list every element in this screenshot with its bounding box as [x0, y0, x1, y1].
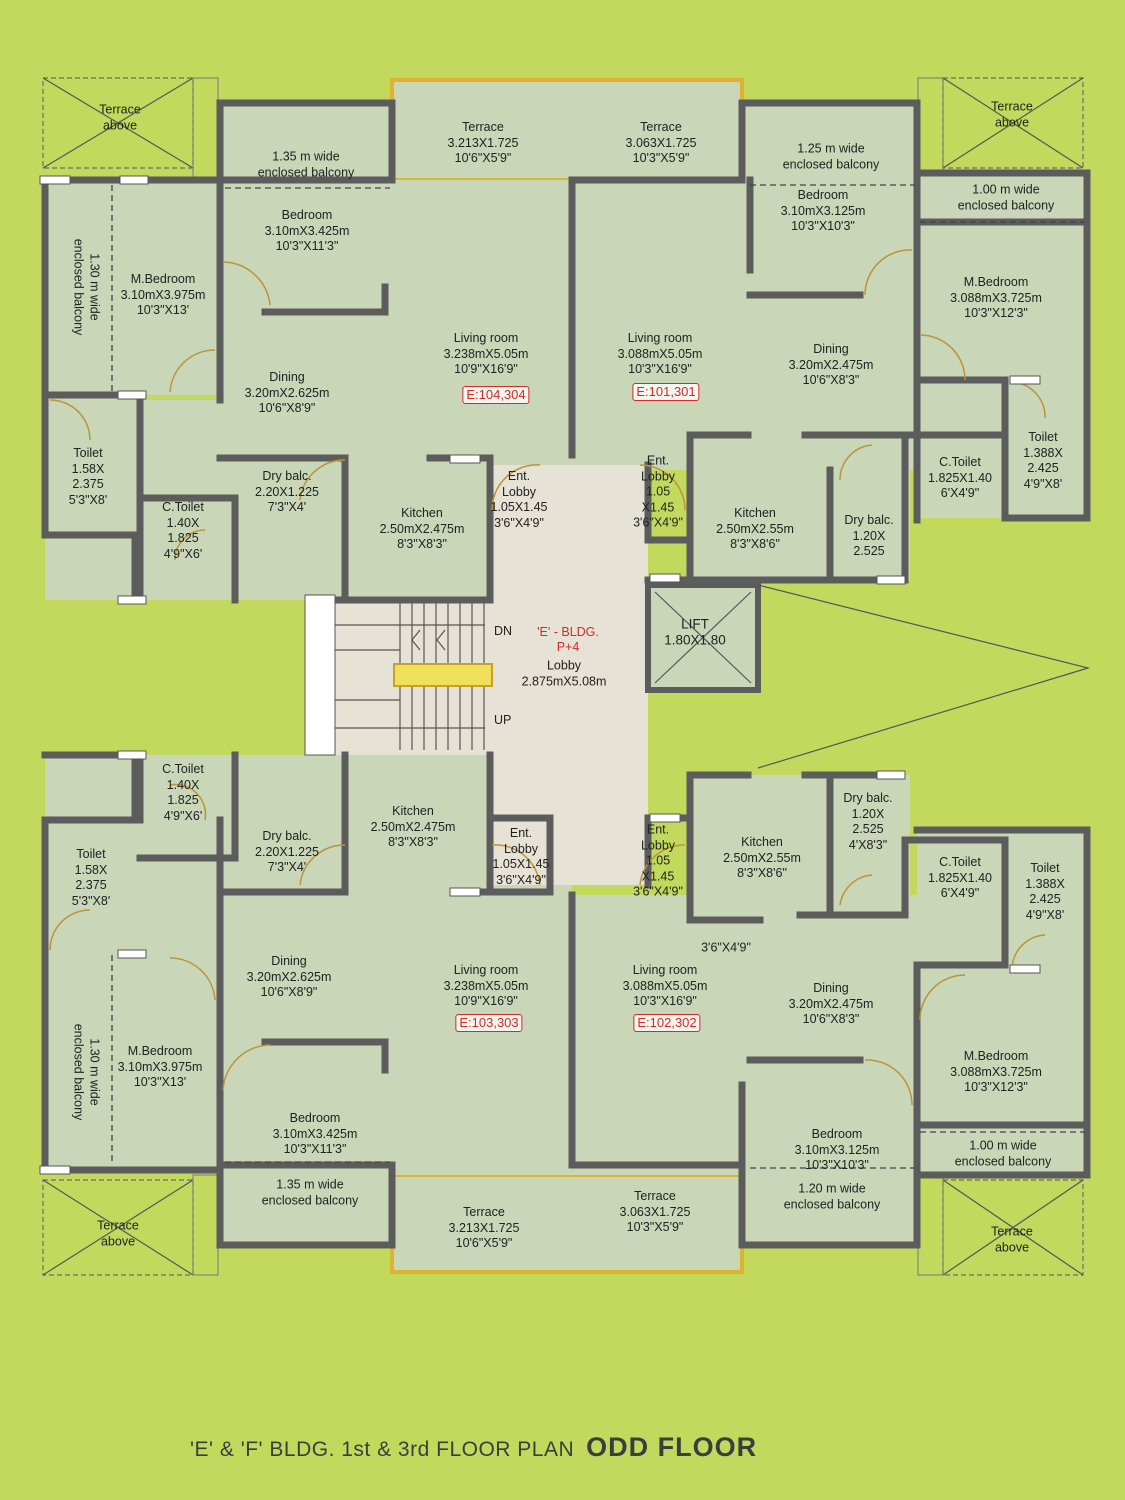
building-floors: P+4 — [556, 640, 580, 654]
dry-balcony-tl: Dry balc. 2.20X1.225 7'3"X4' — [255, 468, 319, 514]
dining-bl: Dining 3.20mX2.625m 10'6"X8'9" — [246, 953, 332, 999]
bedroom-tr: Bedroom 3.10mX3.125m 10'3"X10'3" — [780, 187, 866, 233]
ctoilet-bl: C.Toilet 1.40X 1.825 4'9"X6' — [162, 762, 204, 823]
enclosed-balcony-bl: 1.35 m wide enclosed balcony — [261, 1177, 359, 1208]
enclosed-balcony-tl: 1.35 m wide enclosed balcony — [257, 149, 355, 180]
kitchen-tl: Kitchen 2.50mX2.475m 8'3"X8'3" — [379, 505, 465, 551]
living-room-bl: Living room 3.238mX5.05m 10'9"X16'9" — [443, 962, 529, 1008]
living-room-tl: Living room 3.238mX5.05m 10'9"X16'9" — [443, 330, 529, 376]
building-name: 'E' - BLDG. — [537, 625, 599, 639]
side-balcony-tr: 1.00 m wide enclosed balcony — [957, 182, 1055, 213]
ent-lobby-bl: Ent. Lobby 1.05X1.45 3'6"X4'9" — [492, 826, 550, 887]
terrace-tl: Terrace 3.213X1.725 10'6"X5'9" — [447, 119, 519, 165]
floor-plan-caption: 'E' & 'F' BLDG. 1st & 3rd FLOOR PLAN ODD … — [190, 1432, 757, 1463]
toilet-br: Toilet 1.388X 2.425 4'9"X8' — [1025, 861, 1065, 922]
caption-main: 'E' & 'F' BLDG. 1st & 3rd FLOOR PLAN — [190, 1438, 575, 1461]
stair-down-label: DN — [494, 624, 513, 638]
bedroom-bl: Bedroom 3.10mX3.425m 10'3"X11'3" — [272, 1110, 358, 1156]
side-balcony-tl: 1.30 m wide enclosed balcony — [72, 238, 102, 336]
ctoilet-tl: C.Toilet 1.40X 1.825 4'9"X6' — [162, 500, 204, 561]
unit-number-br: E:102,302 — [633, 1014, 701, 1032]
master-bedroom-bl: M.Bedroom 3.10mX3.975m 10'3"X13' — [117, 1043, 203, 1089]
master-bedroom-tl: M.Bedroom 3.10mX3.975m 10'3"X13' — [120, 271, 206, 317]
dining-br: Dining 3.20mX2.475m 10'6"X8'3" — [788, 980, 874, 1026]
ent-lobby-tr: Ent. Lobby 1.05 X1.45 3'6"X4'9" — [633, 453, 683, 530]
enclosed-balcony-tr: 1.25 m wide enclosed balcony — [782, 141, 880, 172]
terrace-tr: Terrace 3.063X1.725 10'3"X5'9" — [625, 119, 697, 165]
caption-emphasis: ODD FLOOR — [586, 1432, 758, 1462]
side-balcony-bl: 1.30 m wide enclosed balcony — [72, 1023, 102, 1121]
terrace-above-br: Terrace above — [991, 1224, 1033, 1255]
master-bedroom-br: M.Bedroom 3.088mX3.725m 10'3"X12'3" — [950, 1048, 1042, 1094]
master-bedroom-tr: M.Bedroom 3.088mX3.725m 10'3"X12'3" — [950, 274, 1042, 320]
unit-number-tr: E:101,301 — [632, 383, 700, 401]
toilet-tl: Toilet 1.58X 2.375 5'3"X8' — [68, 446, 108, 507]
kitchen-tr: Kitchen 2.50mX2.55m 8'3"X8'6" — [716, 505, 794, 551]
dry-balcony-bl: Dry balc. 2.20X1.225 7'3"X4' — [255, 828, 319, 874]
lift-label: LIFT 1.80X1.80 — [664, 616, 726, 648]
dining-tr: Dining 3.20mX2.475m 10'6"X8'3" — [788, 341, 874, 387]
side-balcony-br: 1.00 m wide enclosed balcony — [954, 1138, 1052, 1169]
ent-lobby-tl: Ent. Lobby 1.05X1.45 3'6"X4'9" — [490, 469, 548, 530]
passage-br: 3'6"X4'9" — [701, 940, 751, 955]
terrace-br: Terrace 3.063X1.725 10'3"X5'9" — [619, 1188, 691, 1234]
kitchen-bl: Kitchen 2.50mX2.475m 8'3"X8'3" — [370, 803, 456, 849]
kitchen-br: Kitchen 2.50mX2.55m 8'3"X8'6" — [723, 834, 801, 880]
dry-balcony-tr: Dry balc. 1.20X 2.525 — [844, 512, 894, 558]
living-room-br: Living room 3.088mX5.05m 10'3"X16'9" — [622, 962, 708, 1008]
terrace-bl: Terrace 3.213X1.725 10'6"X5'9" — [448, 1204, 520, 1250]
ent-lobby-br: Ent. Lobby 1.05 X1.45 3'6"X4'9" — [633, 822, 683, 899]
unit-number-bl: E:103,303 — [455, 1014, 523, 1032]
bedroom-br: Bedroom 3.10mX3.125m 10'3"X10'3" — [794, 1126, 880, 1172]
toilet-tr: Toilet 1.388X 2.425 4'9"X8' — [1023, 430, 1063, 491]
bedroom-tl: Bedroom 3.10mX3.425m 10'3"X11'3" — [264, 207, 350, 253]
dry-balcony-br: Dry balc. 1.20X 2.525 4'X8'3" — [843, 791, 893, 852]
stair-up-label: UP — [494, 713, 512, 727]
ctoilet-br: C.Toilet 1.825X1.40 6'X4'9" — [928, 854, 992, 900]
toilet-bl: Toilet 1.58X 2.375 5'3"X8' — [71, 847, 111, 908]
unit-number-tl: E:104,304 — [462, 386, 530, 404]
dining-tl: Dining 3.20mX2.625m 10'6"X8'9" — [244, 369, 330, 415]
living-room-tr: Living room 3.088mX5.05m 10'3"X16'9" — [617, 330, 703, 376]
terrace-above-tr: Terrace above — [991, 99, 1033, 130]
lobby-label: Lobby 2.875mX5.08m — [521, 658, 607, 689]
terrace-above-tl: Terrace above — [99, 102, 141, 133]
ctoilet-tr: C.Toilet 1.825X1.40 6'X4'9" — [928, 454, 992, 500]
terrace-above-bl: Terrace above — [97, 1218, 139, 1249]
enclosed-balcony-br: 1.20 m wide enclosed balcony — [783, 1181, 881, 1212]
building-label: 'E' - BLDG. P+4 — [537, 625, 599, 655]
